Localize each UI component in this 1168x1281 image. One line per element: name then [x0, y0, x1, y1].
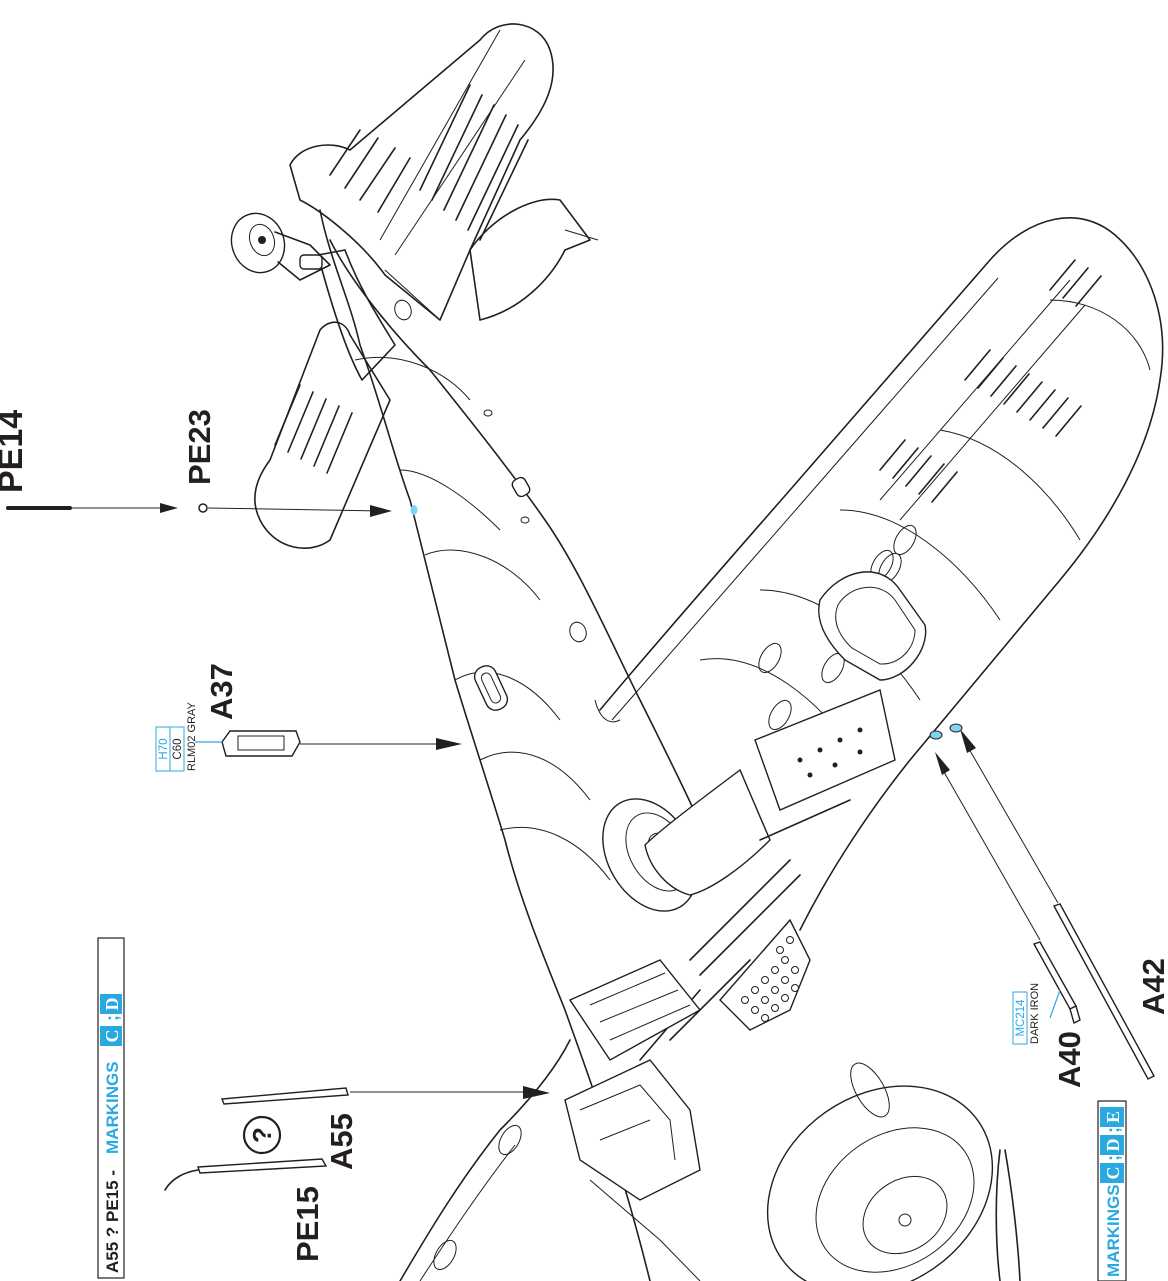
markings-cd-text: A55 ? PE15 - [103, 1170, 122, 1273]
label-a42: A42 [1136, 958, 1168, 1015]
cooling-grille [719, 918, 811, 1031]
paint-code-mc214: MC214 [1015, 999, 1027, 1037]
marking-box-c: C [102, 1030, 122, 1043]
part-pe23 [198, 503, 418, 517]
paint-callout-a37: H70 C60 RLM02 GRAY [155, 701, 198, 772]
marking-box-d2: D [1103, 1139, 1123, 1152]
fuselage [317, 209, 721, 1281]
paint-name-dark-iron: DARK IRON [1029, 983, 1041, 1044]
paint-callout-a40: MC214 DARK IRON [1012, 983, 1041, 1045]
label-a40: A40 [1052, 1031, 1087, 1088]
paint-name-rlm02: RLM02 GRAY [186, 701, 198, 771]
label-pe14: PE14 [0, 410, 30, 493]
markings-cd-banner: A55 ? PE15 - MARKINGS C ; D [97, 937, 125, 1279]
paint-code-c60: C60 [172, 738, 184, 759]
engine-cowling [766, 1062, 994, 1281]
tail-unit [230, 23, 599, 549]
label-pe23: PE23 [182, 409, 217, 485]
part-pe14 [6, 503, 178, 513]
markings-cd-word: MARKINGS [103, 1061, 122, 1154]
label-a37: A37 [204, 663, 239, 720]
paint-code-h70: H70 [158, 738, 170, 759]
part-a37 [195, 730, 462, 757]
part-a42 [949, 723, 1155, 1080]
marking-box-e: E [1103, 1111, 1123, 1123]
part-pe15 [164, 1158, 328, 1191]
marking-box-c2: C [1103, 1167, 1123, 1180]
part-a40 [929, 730, 1081, 1025]
markings-cd-sep: ; [102, 1015, 122, 1021]
markings-cde-sep2: ; [1103, 1127, 1123, 1133]
marking-box-d: D [102, 998, 122, 1011]
question-mark: ? [247, 1127, 277, 1143]
tail-wheel [230, 212, 331, 281]
markings-cde-word: MARKINGS [1104, 1184, 1123, 1277]
question-circle [242, 1115, 282, 1155]
wing [399, 217, 1164, 1281]
markings-cde-sep1: ; [1103, 1155, 1123, 1161]
label-pe15: PE15 [290, 1186, 325, 1262]
label-a55: A55 [324, 1113, 359, 1170]
undercarriage [568, 689, 1021, 1281]
markings-cde-banner: MARKINGS C ; D ; E [1097, 1100, 1127, 1281]
part-a55 [221, 1086, 550, 1105]
